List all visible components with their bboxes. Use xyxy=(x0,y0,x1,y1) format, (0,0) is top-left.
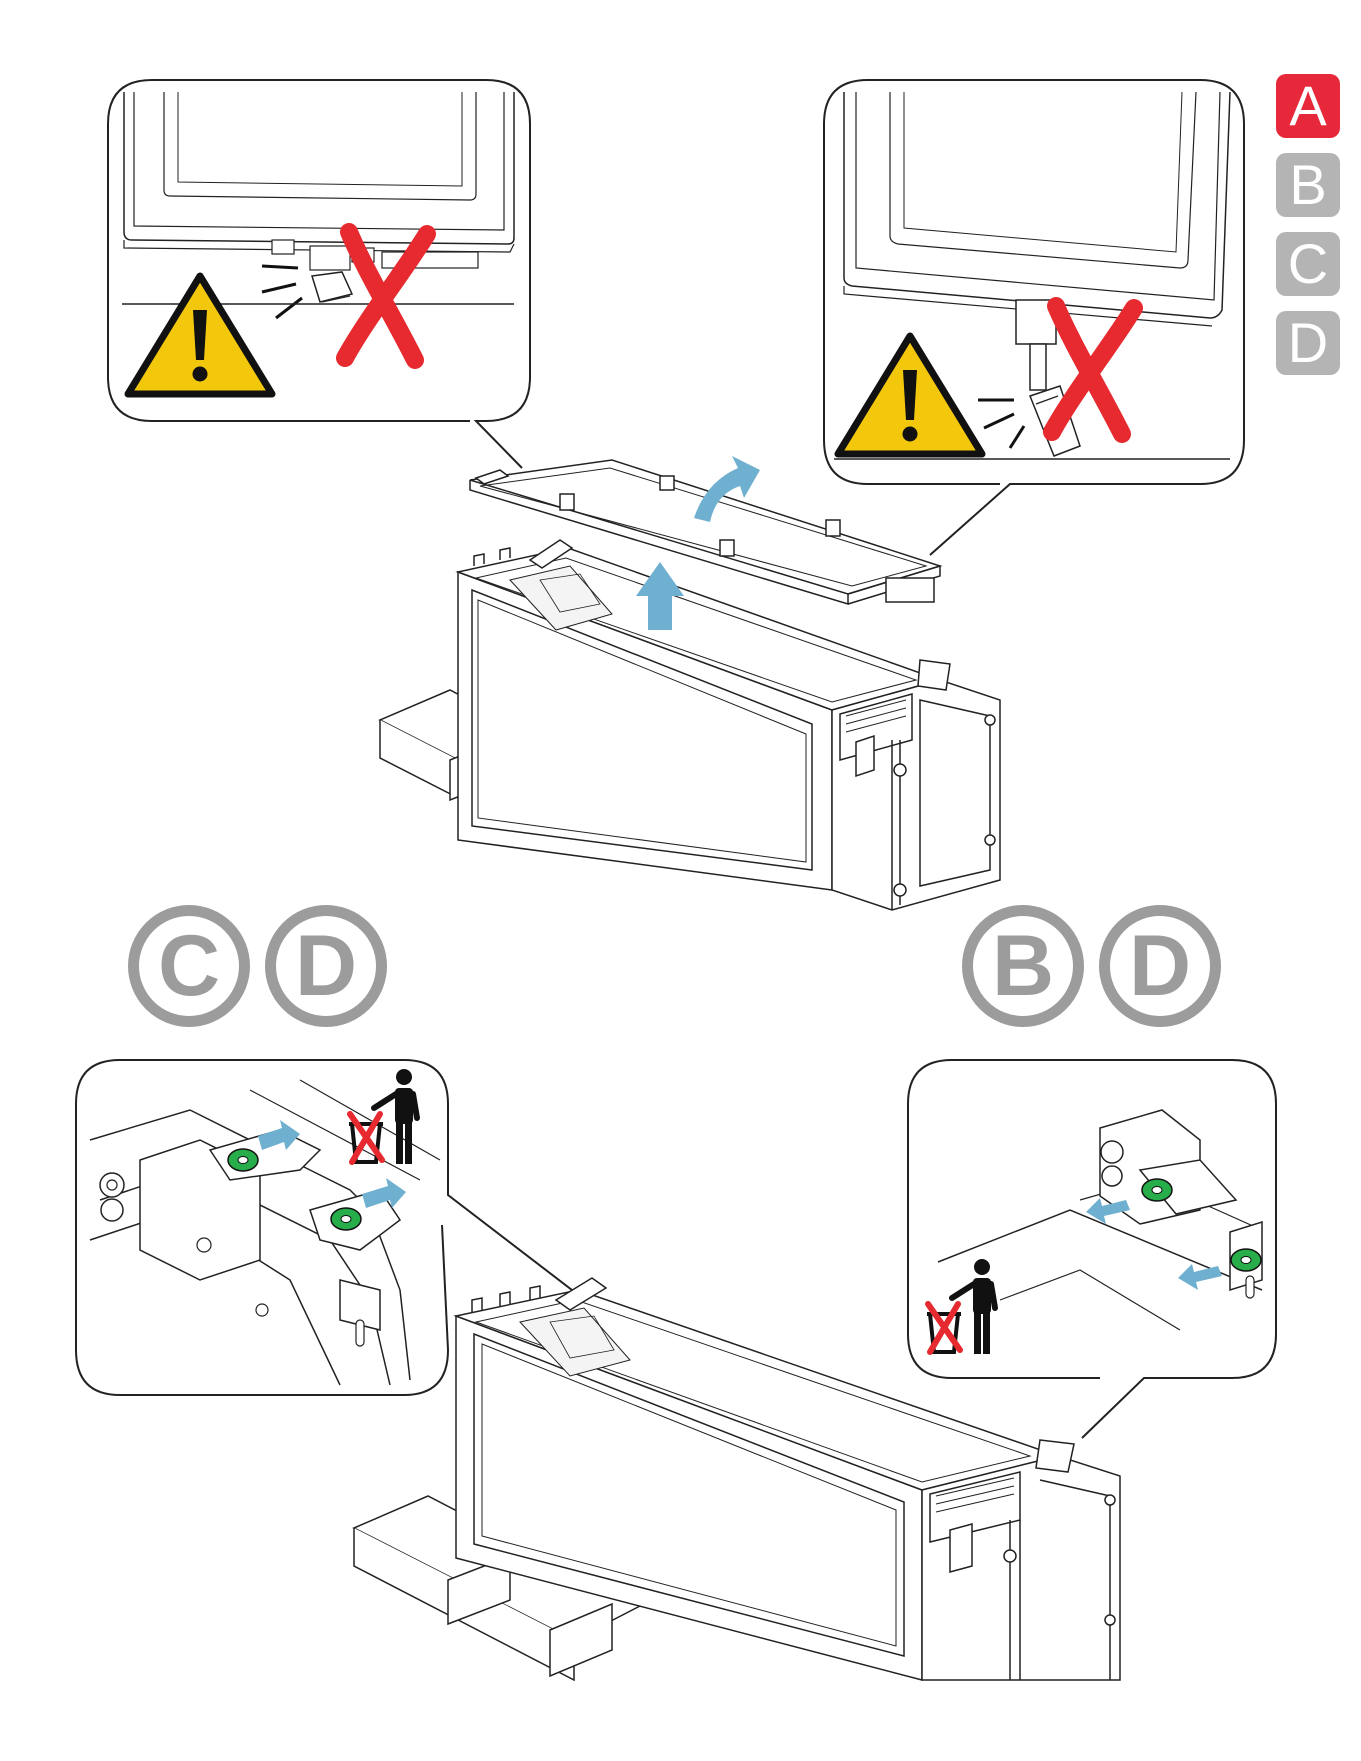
callout-right-top xyxy=(824,80,1244,555)
green-washer-icon-right xyxy=(1142,1179,1172,1201)
green-washer-icon-2 xyxy=(331,1208,361,1230)
green-washer-icon-right-2 xyxy=(1231,1249,1261,1271)
callout-right-bottom xyxy=(908,1060,1276,1438)
green-washer-icon xyxy=(228,1149,258,1171)
callout-left-top xyxy=(108,80,530,468)
